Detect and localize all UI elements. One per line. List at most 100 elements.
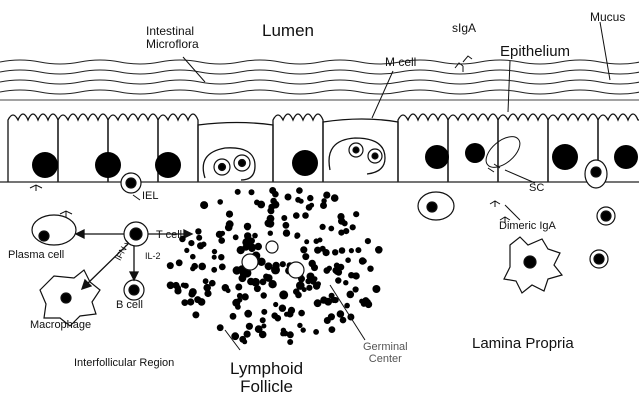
follicle-lymphocyte [183, 283, 189, 289]
follicle-lymphocyte [260, 317, 266, 323]
follicle-lymphocyte [244, 232, 251, 239]
follicle-lymphocyte [283, 222, 290, 229]
follicle-lymphocyte [239, 274, 247, 282]
follicle-lymphocyte [288, 307, 295, 314]
lumen-label: Lumen [262, 22, 314, 40]
follicle-lymphocyte [334, 263, 340, 269]
follicle-lymphocyte [218, 254, 224, 260]
follicle-lymphocyte [272, 201, 280, 209]
follicle-lymphocyte [209, 280, 214, 285]
follicle-lymphocyte [314, 238, 320, 244]
follicle-lymphocyte [219, 264, 226, 271]
follicle-lymphocyte [281, 215, 287, 221]
follicle-lymphocyte [343, 280, 348, 285]
follicle-lymphocyte [268, 280, 276, 288]
follicle-lymphocyte [246, 323, 253, 330]
follicle-lymphocyte [307, 273, 315, 281]
follicle-lymphocyte [353, 286, 359, 292]
follicle-lymphocyte [260, 279, 267, 286]
follicle-lymphocyte [295, 292, 302, 299]
follicle-lymphocyte [191, 263, 198, 270]
follicle-lymphocyte [203, 278, 209, 284]
follicle-lymphocyte [309, 203, 314, 208]
follicle-lymphocyte [314, 247, 321, 254]
t-cell-label: T cell [156, 230, 182, 242]
follicle-lymphocyte [198, 263, 206, 271]
lymphoid-follicle-label: Lymphoid Follicle [230, 360, 303, 396]
follicle-lymphocyte [350, 224, 356, 230]
germinal-center-label: Germinal Center [363, 342, 408, 365]
follicle-lymphocyte [304, 239, 309, 244]
follicle-lymphocyte [337, 310, 345, 318]
follicle-lymphocyte [192, 311, 199, 318]
follicle-lymphocyte [218, 237, 225, 244]
follicle-lymphocyte [329, 326, 336, 333]
intestinal-microflora-label: Intestinal Microflora [146, 25, 199, 50]
follicle-lymphocyte [365, 238, 371, 244]
follicle-lymphocyte [235, 304, 241, 310]
sc-label: SC [529, 183, 544, 195]
follicle-lymphocyte [347, 291, 355, 299]
follicle-lymphocyte [284, 312, 289, 317]
epithelium-label: Epithelium [500, 44, 570, 60]
follicle-lymphocyte [247, 278, 255, 286]
follicle-lymphocyte [300, 246, 307, 253]
follicle-lymphocyte [226, 220, 234, 228]
follicle-lymphocyte [340, 317, 347, 324]
follicle-lymphocyte [268, 231, 273, 236]
follicle-lymphocyte [220, 231, 225, 236]
follicle-lymphocyte [211, 267, 217, 273]
follicle-lymphocyte [187, 298, 194, 305]
lymphoid-follicle-cells [167, 187, 383, 345]
follicle-lymphocyte [261, 309, 267, 315]
follicle-lymphocyte [201, 202, 208, 209]
follicle-lymphocyte [271, 312, 278, 319]
follicle-lymphocyte [332, 249, 338, 255]
follicle-lymphocyte [296, 187, 303, 194]
follicle-lymphocyte [361, 258, 366, 263]
follicle-lymphocyte [176, 259, 183, 266]
follicle-lymphocyte [235, 189, 241, 195]
follicle-lymphocyte [313, 329, 319, 335]
follicle-lymphocyte [307, 195, 313, 201]
follicle-lymphocyte [309, 260, 316, 267]
follicle-lymphocyte [353, 272, 360, 279]
follicle-lymphocyte [302, 212, 309, 219]
follicle-lymphocyte [198, 298, 206, 306]
follicle-lymphocyte [217, 199, 223, 205]
follicle-lymphocyte [283, 229, 290, 236]
follicle-lymphocyte [372, 285, 380, 293]
follicle-lymphocyte [343, 228, 349, 234]
b-cell-label: B cell [116, 300, 143, 312]
iel-label: IEL [142, 191, 159, 203]
follicle-lymphocyte [197, 242, 204, 249]
follicle-lymphocyte [335, 277, 341, 283]
follicle-lymphocyte [335, 269, 342, 276]
follicle-lymphocyte [297, 323, 302, 328]
follicle-lymphocyte [257, 201, 265, 209]
follicle-lymphocyte [375, 246, 383, 254]
follicle-lymphocyte [226, 288, 231, 293]
follicle-lymphocyte [242, 293, 249, 300]
follicle-lymphocyte [328, 226, 334, 232]
follicle-lymphocyte [365, 301, 372, 308]
plasma-cell-label: Plasma cell [8, 250, 64, 262]
follicle-lymphocyte [249, 189, 255, 195]
follicle-lymphocyte [287, 331, 294, 338]
follicle-lymphocyte [298, 310, 305, 317]
epithelium-layer [0, 114, 639, 182]
follicle-lymphocyte [337, 213, 344, 220]
mucus-layer [0, 60, 639, 100]
follicle-lymphocyte [279, 290, 288, 299]
follicle-lymphocyte [244, 223, 251, 230]
follicle-lymphocyte [235, 284, 242, 291]
epithelial-nuclei [32, 143, 638, 178]
follicle-lymphocyte [320, 224, 326, 230]
follicle-lymphocyte [355, 247, 361, 253]
follicle-lymphocyte [296, 281, 305, 290]
follicle-lymphocyte [339, 247, 346, 254]
follicle-lymphocyte [261, 324, 266, 329]
follicle-lymphocyte [331, 194, 339, 202]
follicle-lymphocyte [212, 249, 217, 254]
follicle-lymphocyte [195, 228, 201, 234]
